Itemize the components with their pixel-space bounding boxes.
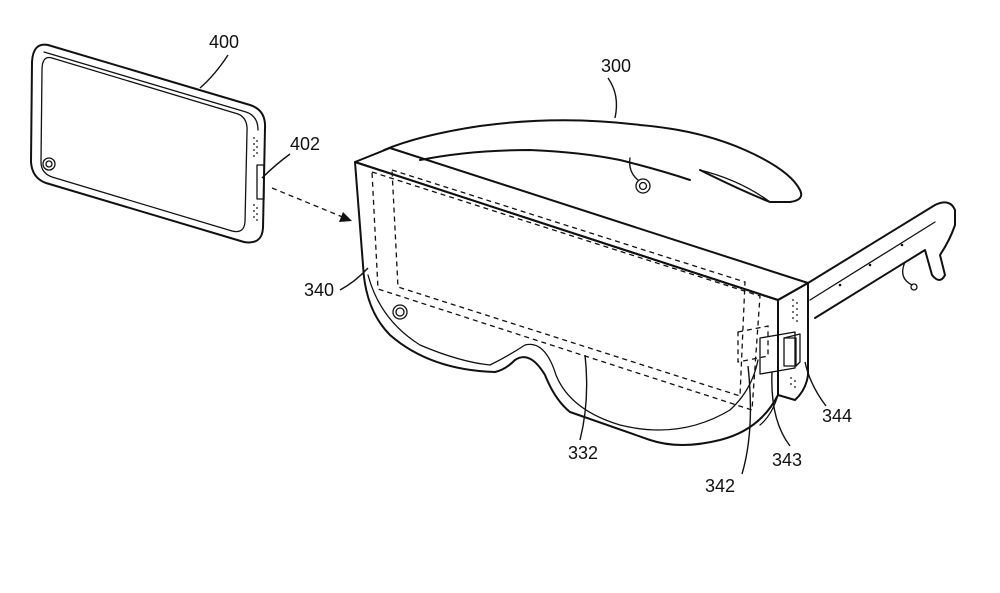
label-400: 400 bbox=[209, 32, 239, 52]
label-300: 300 bbox=[601, 56, 631, 76]
headset-camera-icon bbox=[392, 304, 408, 320]
label-344: 344 bbox=[822, 406, 852, 426]
insertion-arrow bbox=[271, 187, 352, 222]
label-340: 340 bbox=[304, 280, 334, 300]
earphone-icon bbox=[635, 178, 651, 194]
side-vent-icon bbox=[790, 299, 798, 388]
label-342: 342 bbox=[705, 476, 735, 496]
connector-module bbox=[737, 325, 801, 375]
label-402: 402 bbox=[290, 134, 320, 154]
connector-port-402 bbox=[256, 164, 265, 200]
vr-headset-300 bbox=[354, 119, 956, 446]
label-343: 343 bbox=[772, 450, 802, 470]
home-button-icon bbox=[42, 157, 56, 171]
speaker-grille-icon bbox=[253, 137, 258, 221]
leader-lines bbox=[199, 54, 827, 475]
label-332: 332 bbox=[568, 443, 598, 463]
smartphone-400 bbox=[30, 43, 267, 244]
